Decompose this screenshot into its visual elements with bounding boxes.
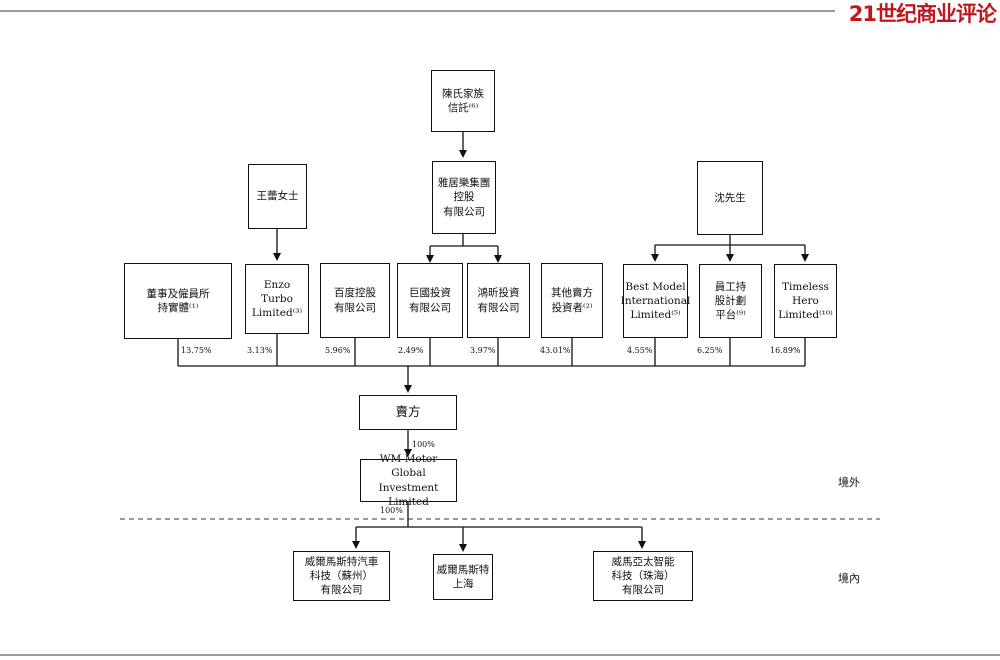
pct-esop: 6.25% xyxy=(697,346,723,355)
seller-box: 賣方 xyxy=(359,395,457,430)
directors-entities-box: 董事及僱員所 持實體⁽¹⁾ xyxy=(124,263,232,339)
pct-timeless: 16.89% xyxy=(770,346,801,355)
yajule-group-box: 雅居樂集團 控股 有限公司 xyxy=(432,161,496,234)
juguo-investment-box: 巨國投資 有限公司 xyxy=(397,263,463,338)
mr-shen-box: 沈先生 xyxy=(697,161,763,235)
chen-family-trust-box: 陳氏家族 信託⁽⁶⁾ xyxy=(431,70,495,132)
pct-enzo: 3.13% xyxy=(247,346,273,355)
footer-rule xyxy=(0,654,1000,656)
pct-best-model: 4.55% xyxy=(627,346,653,355)
suzhou-company-box: 威爾馬斯特汽車 科技（蘇州） 有限公司 xyxy=(293,551,390,601)
hongxin-investment-box: 鴻昕投資 有限公司 xyxy=(467,263,530,338)
wang-lei-box: 王蕾女士 xyxy=(248,164,307,229)
brand-logo: 21世纪商业评论 xyxy=(848,2,997,26)
pct-directors: 13.75% xyxy=(181,346,212,355)
pct-wm-to-domestic: 100% xyxy=(380,506,403,515)
pct-seller-to-wm: 100% xyxy=(412,440,435,449)
wm-global-box: WM Motor Global Investment Limited xyxy=(360,453,457,508)
pct-other-sellers: 43.01% xyxy=(540,346,571,355)
zone-offshore-label: 境外 xyxy=(838,476,860,489)
enzo-turbo-box: Enzo Turbo Limited⁽³⁾ xyxy=(245,264,309,334)
zone-onshore-label: 境內 xyxy=(838,572,860,585)
pct-juguo: 2.49% xyxy=(398,346,424,355)
best-model-box: Best Model International Limited⁽⁵⁾ xyxy=(621,264,690,338)
baidu-holdings-box: 百度控股 有限公司 xyxy=(320,263,390,338)
zhuhai-company-box: 威馬亞太智能 科技（珠海） 有限公司 xyxy=(593,551,693,601)
timeless-hero-box: Timeless Hero Limited⁽¹⁰⁾ xyxy=(774,264,837,338)
shanghai-company-box: 威爾馬斯特 上海 xyxy=(433,554,493,600)
pct-baidu: 5.96% xyxy=(325,346,351,355)
pct-hongxin: 3.97% xyxy=(470,346,496,355)
header-rule xyxy=(0,10,835,12)
other-sellers-box: 其他賣方 投資者⁽²⁾ xyxy=(541,263,603,338)
esop-platform-box: 員工持 股計劃 平台⁽⁹⁾ xyxy=(699,264,762,338)
